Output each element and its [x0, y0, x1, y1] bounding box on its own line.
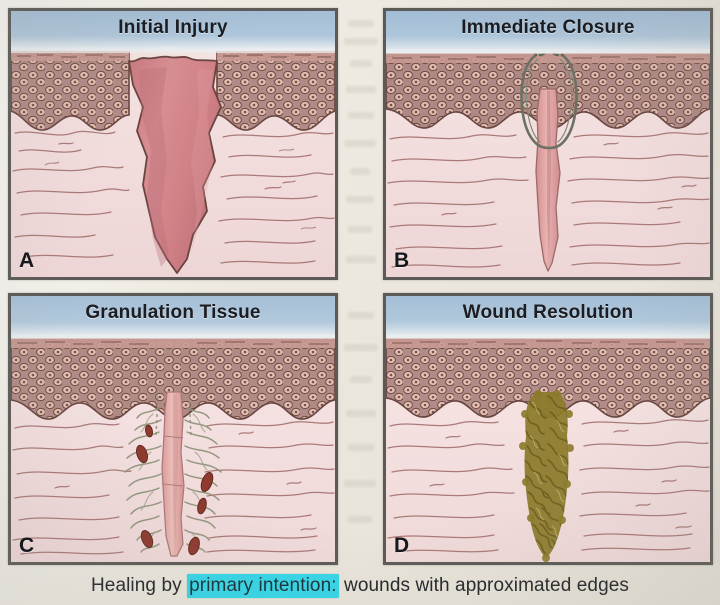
- panel-a-letter: A: [19, 249, 35, 272]
- panel-c-letter: C: [19, 534, 35, 557]
- figure-caption-text: Healing by primary intention: wounds wit…: [90, 573, 630, 598]
- caption-prefix: Healing by: [90, 574, 188, 596]
- panel-a-initial-injury[interactable]: Initial Injury A: [8, 8, 338, 280]
- panel-b-immediate-closure[interactable]: Immediate Closure B: [383, 8, 713, 280]
- panel-b-illustration: [386, 11, 710, 277]
- caption-highlighted-term: primary intention:: [187, 573, 339, 598]
- panel-c-illustration: [11, 296, 335, 562]
- panel-d-letter: D: [394, 534, 410, 557]
- caption-suffix: wounds with approximated edges: [338, 574, 630, 596]
- figure-caption: Healing by primary intention: wounds wit…: [0, 566, 720, 605]
- panel-c-granulation-tissue[interactable]: Granulation Tissue C: [8, 293, 338, 565]
- panel-d-wound-resolution[interactable]: Wound Resolution D: [383, 293, 713, 565]
- panel-d-illustration: [386, 296, 710, 562]
- panel-a-illustration: [11, 11, 335, 277]
- panel-grid: Initial Injury A: [8, 8, 713, 565]
- panel-b-letter: B: [394, 249, 410, 272]
